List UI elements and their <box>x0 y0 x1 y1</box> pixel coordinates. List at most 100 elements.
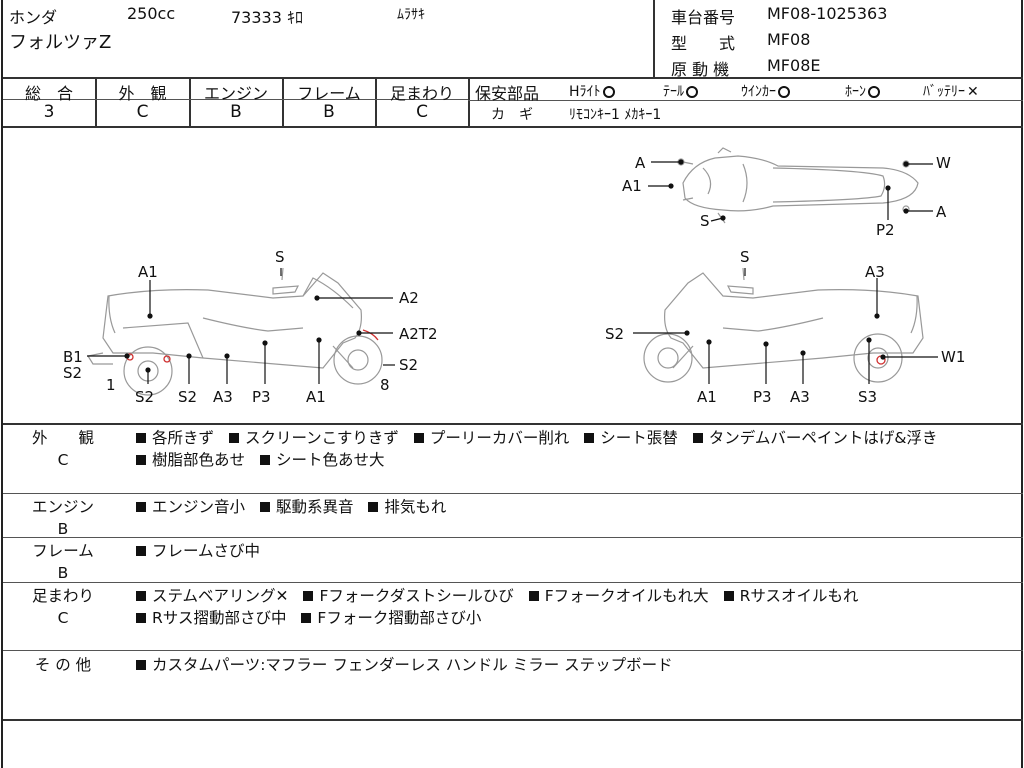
damage-mark <box>362 329 379 341</box>
diagram-label: S <box>740 248 750 266</box>
divider <box>3 719 1023 721</box>
diagram-label: S2 <box>605 325 624 343</box>
remark-item-text: ステムベアリング✕ <box>152 587 289 605</box>
header-divider <box>653 0 655 78</box>
diagram-label: A <box>936 203 947 221</box>
remark-grade: C <box>57 451 69 469</box>
safety-item-headlight: Hﾗｲﾄ <box>569 81 615 101</box>
bullet-square-icon <box>303 591 314 601</box>
safety-item-winker: ｳｲﾝｶｰ <box>741 81 790 101</box>
grade-suspension-label: 足まわり <box>389 84 454 103</box>
grade-suspension-value: C <box>416 102 428 122</box>
grade-total-label: 総 合 <box>24 84 73 103</box>
safety-label: 保安部品 <box>475 84 540 103</box>
remark-item: Rサス摺動部さび中 <box>136 609 286 627</box>
bullet-square-icon <box>301 613 312 623</box>
remark-item: タンデムバーペイントはげ&浮き <box>692 429 938 447</box>
divider <box>3 537 1023 538</box>
bullet-square-icon <box>136 546 146 556</box>
safety-item-battery: ﾊﾞｯﾃﾘｰ✕ <box>923 81 979 101</box>
remark-item: カスタムパーツ:マフラー フェンダーレス ハンドル ミラー ステップボード <box>136 656 673 674</box>
bullet-square-icon <box>368 502 379 512</box>
bullet-square-icon <box>528 591 539 601</box>
divider <box>3 650 1023 651</box>
diagram-label: A1 <box>622 177 642 195</box>
diagram-label: P3 <box>753 388 772 406</box>
remark-frame-items: フレームさび中 <box>136 540 1016 562</box>
diagram-label: P2 <box>876 221 895 239</box>
diagram-label: 8 <box>380 376 390 394</box>
remark-item: スクリーンこすりきず <box>228 429 399 447</box>
mileage: 73333 ｷﾛ <box>231 8 303 27</box>
diagram-label: W <box>936 154 951 172</box>
remark-item-text: カスタムパーツ:マフラー フェンダーレス ハンドル ミラー ステップボード <box>152 656 673 674</box>
remark-frame: フレーム B <box>23 540 103 584</box>
remark-item: プーリーカバー削れ <box>413 429 569 447</box>
bullet-square-icon <box>136 502 146 512</box>
diagram-label: A2 <box>399 289 419 307</box>
remark-suspension: 足まわり C <box>23 585 103 629</box>
displacement: 250cc <box>127 4 176 23</box>
bullet-square-icon <box>136 660 146 670</box>
safety-item-name: ﾎｰﾝ <box>845 84 866 100</box>
remark-item-text: スクリーンこすりきず <box>244 429 399 447</box>
frame-no: MF08-1025363 <box>767 4 888 23</box>
divider <box>3 126 1023 128</box>
diagram-label: W1 <box>941 348 965 366</box>
frame-no-label: 車台番号 <box>671 8 736 27</box>
grade-engine-label: エンジン <box>203 84 268 103</box>
diagram-label: S3 <box>858 388 877 406</box>
bullet-square-icon <box>259 455 270 465</box>
diagram-label: S2 <box>135 388 154 406</box>
diagram-label: A3 <box>865 263 885 281</box>
remark-engine-items: エンジン音小 駆動系異音 排気もれ <box>136 496 1016 518</box>
ok-circle-icon <box>868 86 880 98</box>
bullet-square-icon <box>136 455 146 465</box>
remark-label: エンジン <box>31 498 94 516</box>
remark-item-text: Rサス摺動部さび中 <box>152 609 287 627</box>
diagram-label: A1 <box>697 388 717 406</box>
remark-exterior: 外 観 C <box>23 427 103 471</box>
maker: ホンダ <box>9 8 58 27</box>
model-name: フォルツァZ <box>9 32 112 53</box>
remark-item-text: Fフォークダストシールひび <box>319 587 514 605</box>
damage-diagram: A A1 S W A P2 S A1 A2 A2T2 B1 S2 1 S2 S2… <box>63 147 965 406</box>
diagram-label: B1 <box>63 348 83 366</box>
divider <box>3 77 1023 79</box>
safety-item-name: ﾃｰﾙ <box>663 84 684 100</box>
remark-item-text: エンジン音小 <box>152 498 246 516</box>
ok-circle-icon <box>686 86 698 98</box>
diagram-label: 1 <box>106 376 116 394</box>
diagram-label: S <box>275 248 285 266</box>
bullet-square-icon <box>692 433 703 443</box>
remark-item: Rサスオイルもれ <box>723 587 859 605</box>
col-divider <box>375 77 377 127</box>
bullet-square-icon <box>259 502 270 512</box>
grade-frame-value: B <box>323 102 335 122</box>
bullet-square-icon <box>413 433 424 443</box>
grade-frame-label: フレーム <box>297 84 361 103</box>
remark-item: Fフォークオイルもれ大 <box>528 587 709 605</box>
col-divider <box>95 77 97 127</box>
remark-item-text: 排気もれ <box>384 498 447 516</box>
bullet-square-icon <box>136 613 146 623</box>
remark-item-text: 駆動系異音 <box>275 498 354 516</box>
diagram-label: A <box>635 154 646 172</box>
remark-suspension-items: ステムベアリング✕ Fフォークダストシールひび Fフォークオイルもれ大 Rサスオ… <box>136 585 1016 629</box>
diagram-label: A1 <box>138 263 158 281</box>
safety-item-name: Hﾗｲﾄ <box>569 84 601 100</box>
remark-item: シート張替 <box>584 429 678 447</box>
remark-item-text: シート張替 <box>600 429 678 447</box>
remark-grade: C <box>57 609 69 627</box>
remark-item: 排気もれ <box>368 498 446 516</box>
remark-exterior-items: 各所きず スクリーンこすりきず プーリーカバー削れ シート張替 タンデムバーペイ… <box>136 427 1016 471</box>
col-divider <box>468 77 470 127</box>
remark-item-text: 各所きず <box>152 429 215 447</box>
remark-item: ステムベアリング✕ <box>136 587 289 605</box>
diagram-label: S2 <box>178 388 197 406</box>
diagram-label: S2 <box>399 356 418 374</box>
remark-item-text: フレームさび中 <box>152 542 261 560</box>
ok-circle-icon <box>602 86 615 98</box>
col-divider <box>282 77 284 127</box>
